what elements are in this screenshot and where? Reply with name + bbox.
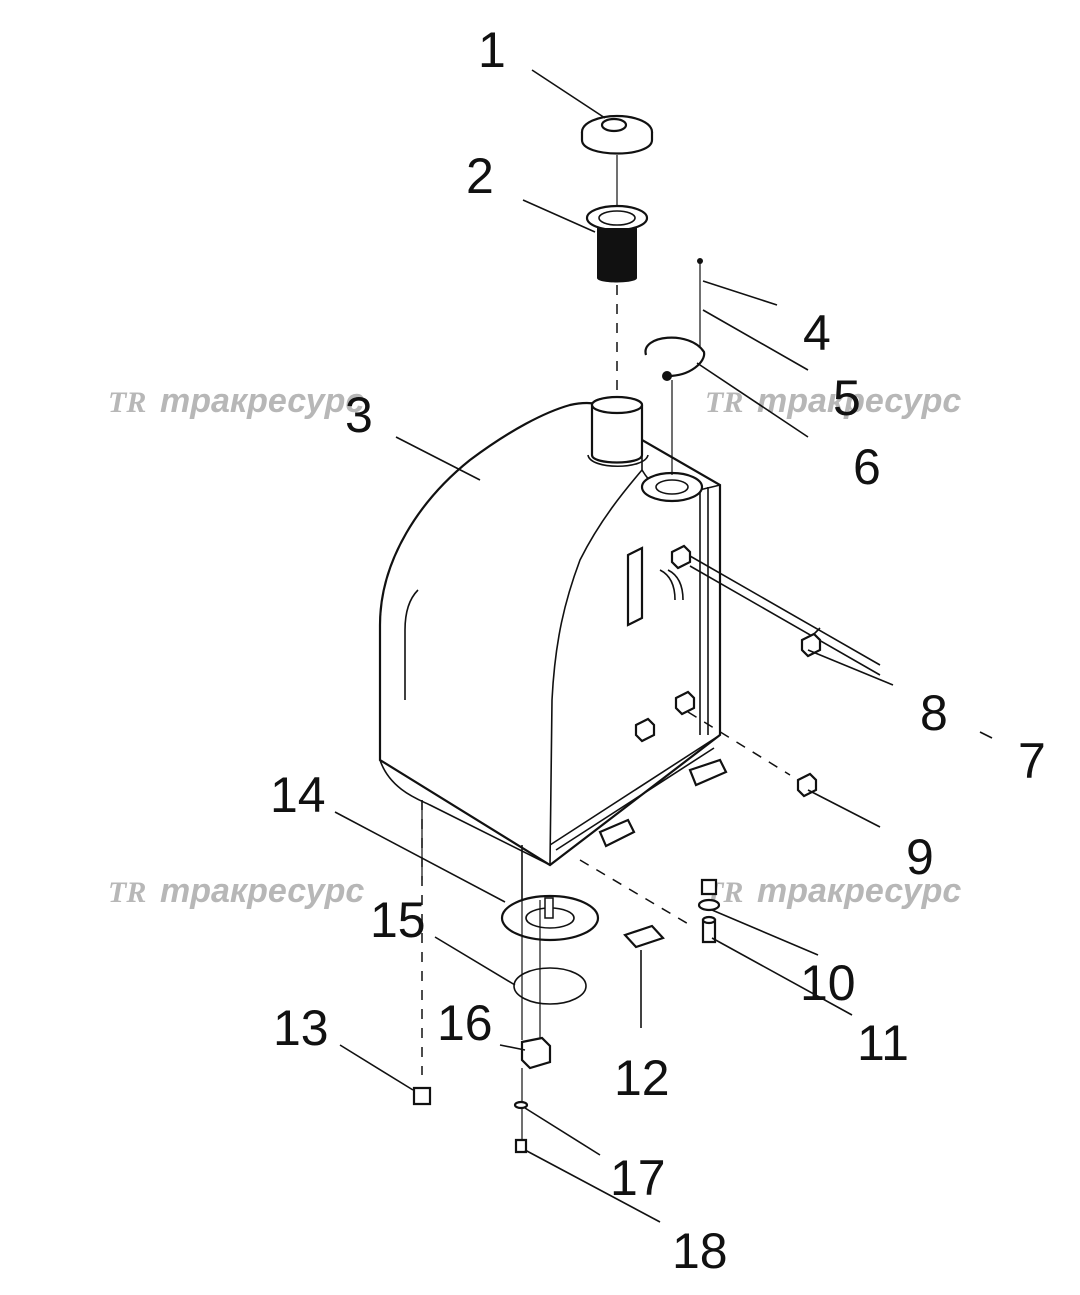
clip-on-tank — [634, 717, 656, 743]
filler-strainer — [585, 204, 649, 283]
washer-10 — [697, 878, 721, 912]
clip-9 — [796, 772, 818, 798]
callout-18: 18 — [672, 1223, 728, 1279]
clip-8 — [800, 627, 822, 658]
callout-8: 8 — [920, 685, 948, 741]
callout-17: 17 — [610, 1150, 666, 1206]
filler-cap — [580, 114, 654, 155]
watermark-bottom-right: TR тракресурс — [705, 872, 961, 910]
callout-2: 2 — [466, 148, 494, 204]
callout-4: 4 — [803, 305, 831, 361]
axis-line-clip-9 — [687, 711, 791, 776]
watermark-text: тракресурс — [757, 872, 961, 910]
drain-plug-13 — [412, 1086, 432, 1106]
callout-9: 9 — [906, 829, 934, 885]
callout-10: 10 — [800, 955, 856, 1011]
watermark-bottom-left: TR тракресурс — [108, 872, 364, 910]
callout-16: 16 — [437, 995, 493, 1051]
watermark-text: тракресурс — [757, 382, 961, 420]
sender-flange-14 — [500, 894, 600, 942]
washer-17 — [513, 1100, 529, 1110]
callout-14: 14 — [270, 767, 326, 823]
callout-13: 13 — [273, 1000, 329, 1056]
callout-12: 12 — [614, 1050, 670, 1106]
callout-6: 6 — [853, 439, 881, 495]
leader-lines — [334, 69, 993, 1223]
callout-labels: 1 2 3 4 5 6 7 8 9 10 11 12 13 14 15 16 1… — [270, 22, 1046, 1279]
clamp-ring-5 — [644, 336, 706, 381]
screw-4 — [697, 258, 703, 355]
watermark-logo: TR — [705, 386, 743, 419]
callout-15: 15 — [370, 892, 426, 948]
bracket-plate-12 — [623, 924, 665, 949]
o-ring-15 — [513, 967, 587, 1005]
watermark-logo: TR — [108, 876, 146, 909]
screw-18 — [514, 1138, 528, 1154]
callout-3: 3 — [345, 387, 373, 443]
callout-7: 7 — [1018, 733, 1046, 789]
watermark-text: тракресурс — [160, 382, 364, 420]
callout-1: 1 — [478, 22, 506, 78]
bolt-11 — [701, 915, 717, 944]
connector-16 — [520, 1036, 552, 1070]
callout-11: 11 — [857, 1015, 909, 1071]
axis-line-bracket — [579, 859, 691, 926]
watermark-top-left: TR тракресурс — [108, 382, 364, 420]
callout-5: 5 — [833, 370, 861, 426]
watermark-text: тракресурс — [160, 872, 364, 910]
watermark-top-right: TR тракресурс — [705, 382, 961, 420]
watermark-logo: TR — [108, 386, 146, 419]
tank-body — [378, 395, 881, 900]
